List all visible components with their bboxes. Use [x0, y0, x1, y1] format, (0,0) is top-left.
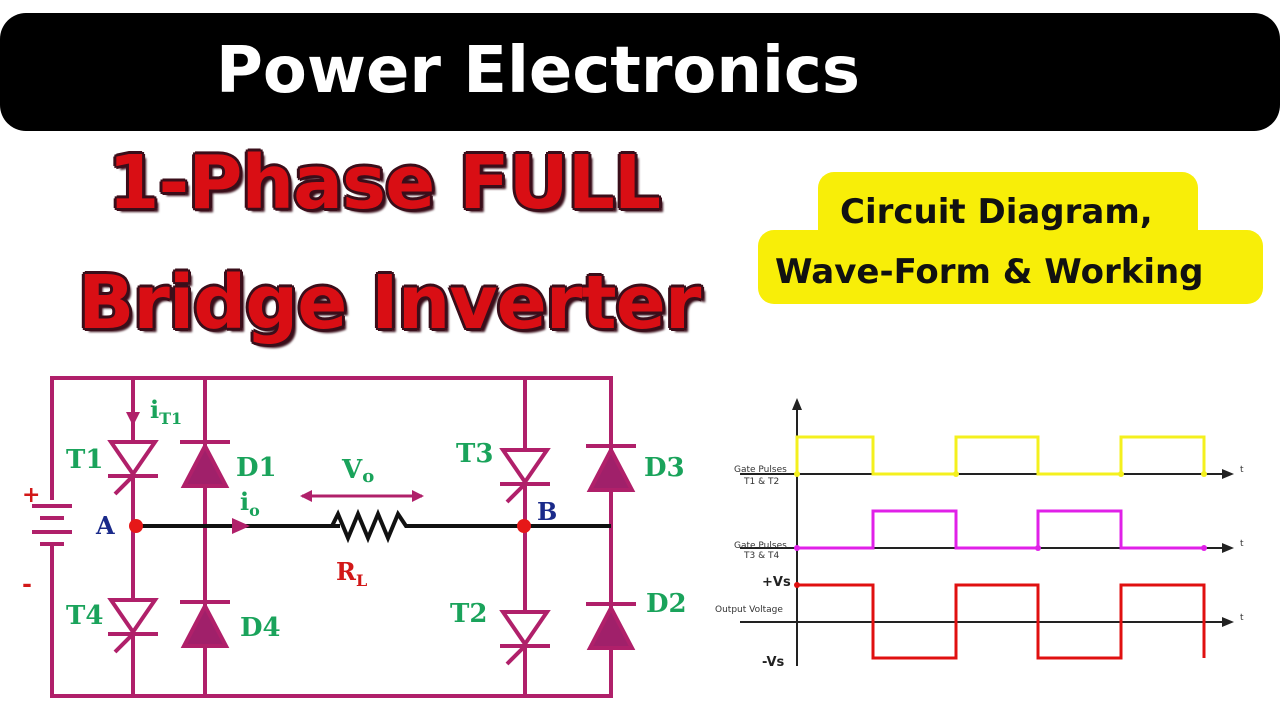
node-b-dot	[517, 519, 531, 533]
label-d3: D3	[644, 453, 685, 483]
output-label: Output Voltage	[715, 605, 783, 615]
thyristors	[107, 440, 551, 666]
gate12-dot-1	[794, 471, 800, 477]
label-rl: RL	[336, 557, 367, 590]
label-io: io	[240, 487, 260, 520]
headline-line-2: Bridge Inverter	[78, 260, 701, 346]
waveform-labels: Gate Pulses T1 & T2 Gate Pulses T3 & T4 …	[715, 465, 1244, 623]
label-t2: T2	[450, 599, 487, 629]
badge-line-1: Circuit Diagram,	[840, 192, 1153, 232]
banner-title: Power Electronics	[216, 34, 860, 108]
gate12-dot-2	[953, 471, 959, 477]
vo-arrow-right-icon	[412, 490, 424, 502]
battery-plus-label: +	[22, 482, 40, 508]
gate34-label-line-1: Gate Pulses	[734, 541, 787, 551]
output-time-arrow-icon	[1222, 617, 1234, 627]
diode-d2	[586, 602, 636, 650]
header-banner: Power Electronics	[0, 13, 1280, 131]
thyristor-t1	[107, 440, 159, 496]
node-b-label: B	[537, 497, 557, 526]
node-a-dot	[129, 519, 143, 533]
gate34-dot-3	[1201, 545, 1207, 551]
label-d2: D2	[646, 589, 687, 619]
gate12-t-label: t	[1240, 465, 1244, 475]
gate34-waveform	[797, 509, 1204, 550]
badge-line-2: Wave-Form & Working	[775, 252, 1204, 292]
thyristor-t3	[499, 448, 551, 504]
badge-bottom-block	[758, 230, 1263, 304]
output-t-label: t	[1240, 613, 1244, 623]
gate12-label-line-2: T1 & T2	[743, 477, 779, 487]
waveform-y-arrow-icon	[792, 398, 802, 410]
minus-vs-label: -Vs	[762, 655, 785, 670]
thyristor-t4	[107, 598, 159, 654]
gate34-dot-1	[794, 545, 800, 551]
diode-d1	[180, 440, 230, 488]
label-t1: T1	[66, 445, 103, 475]
headline-line-1: 1-Phase FULL	[108, 140, 661, 226]
thyristor-t2	[499, 610, 551, 666]
gate34-time-arrow-icon	[1222, 543, 1234, 553]
output-dot	[794, 582, 800, 588]
dc-source	[32, 504, 72, 560]
label-it1: iT1	[150, 395, 182, 428]
gate12-time-arrow-icon	[1222, 469, 1234, 479]
gate34-t-label: t	[1240, 539, 1244, 549]
label-d4: D4	[240, 613, 281, 643]
plus-vs-label: +Vs	[762, 575, 791, 590]
diodes	[180, 440, 636, 650]
diode-d4	[180, 600, 230, 648]
output-waveform	[797, 583, 1206, 660]
label-t3: T3	[456, 439, 493, 469]
gate12-waveform	[795, 435, 1206, 476]
it1-arrow-icon	[126, 412, 140, 426]
vo-arrow-left-icon	[300, 490, 312, 502]
label-t4: T4	[66, 601, 103, 631]
gate34-dot-2	[1035, 545, 1041, 551]
component-labels: T1 T4 T3 T2 D1 D4 D3 D2 iT1 io Vo	[66, 395, 687, 643]
gate34-label-line-2: T3 & T4	[743, 551, 779, 561]
load-resistor	[330, 508, 412, 544]
gate12-dot-3	[1118, 471, 1124, 477]
node-a-label: A	[95, 511, 115, 540]
label-vo: Vo	[341, 455, 374, 487]
gate12-dot-4	[1201, 471, 1207, 477]
diode-d3	[586, 444, 636, 492]
io-arrow-icon	[232, 518, 250, 534]
gate12-label-line-1: Gate Pulses	[734, 465, 787, 475]
label-d1: D1	[236, 453, 277, 483]
battery-minus-label: -	[22, 569, 32, 598]
